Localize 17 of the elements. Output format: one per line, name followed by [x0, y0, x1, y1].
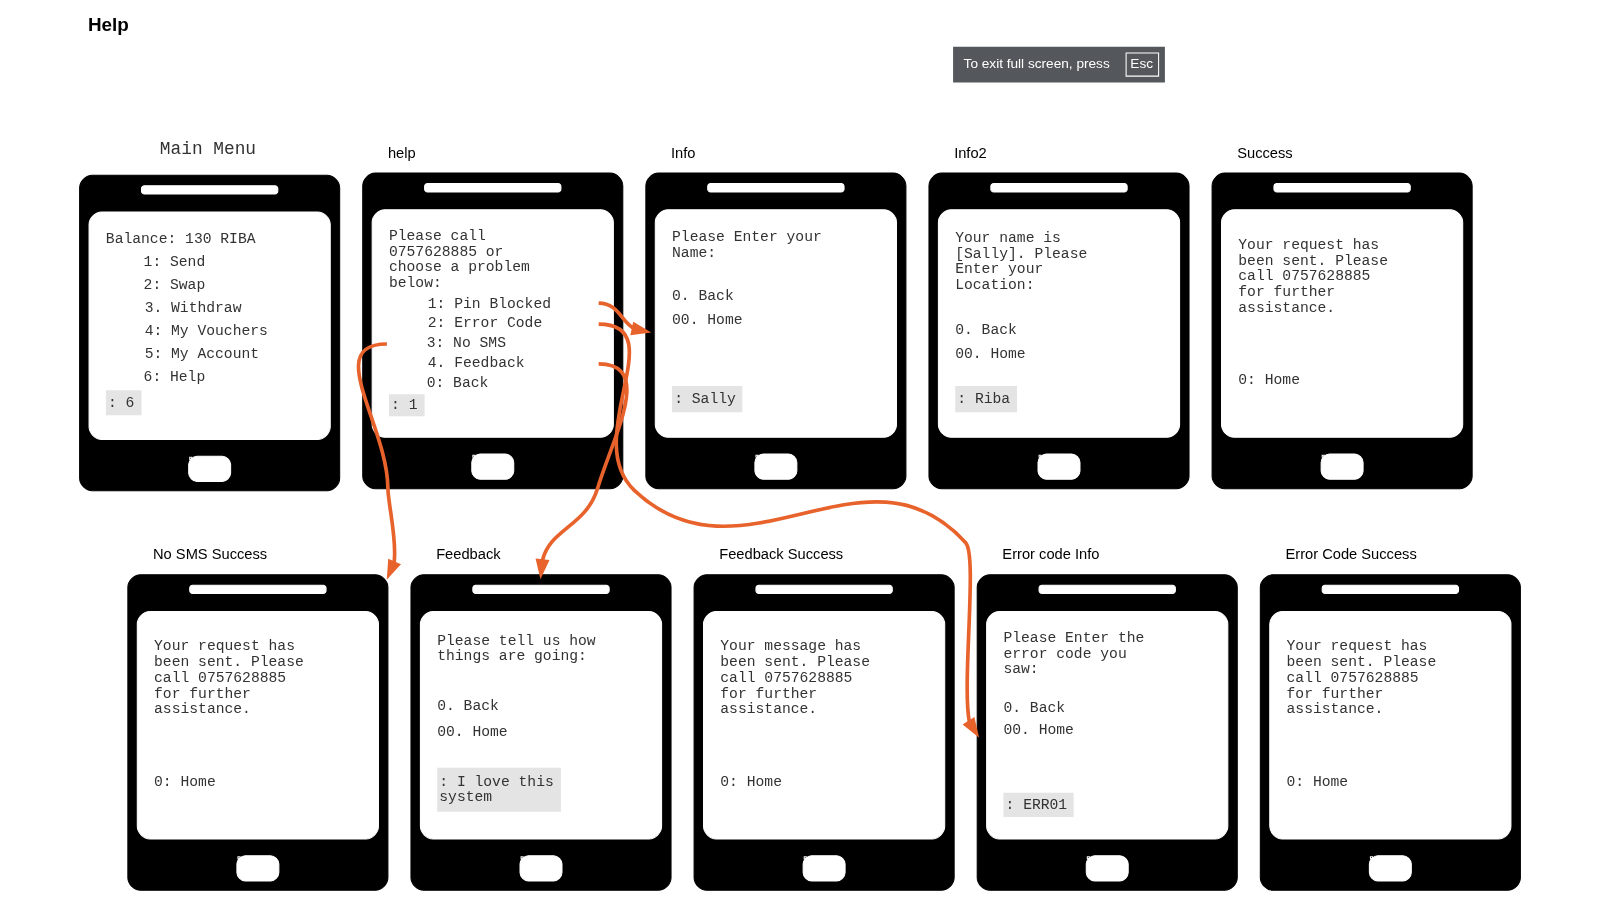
node-label: No SMS Success — [153, 545, 268, 562]
node-label: Info — [671, 144, 696, 161]
node-label: Feedback — [436, 545, 501, 562]
label: Esc — [1130, 55, 1154, 71]
node-label: Success — [1237, 144, 1293, 161]
arrow — [598, 300, 652, 335]
arrow — [356, 341, 402, 580]
diagram-title: Help — [88, 13, 129, 35]
label: To exit full screen, press — [963, 55, 1110, 71]
node-label: Info2 — [954, 144, 987, 161]
node-label: Feedback Success — [719, 545, 844, 562]
node-label: help — [387, 144, 416, 161]
node-label: Error code Info — [1002, 545, 1100, 562]
arrow — [535, 361, 629, 579]
node-label: Error Code Success — [1285, 545, 1417, 562]
node-label: Main Menu — [159, 138, 257, 159]
arrow — [598, 321, 980, 738]
